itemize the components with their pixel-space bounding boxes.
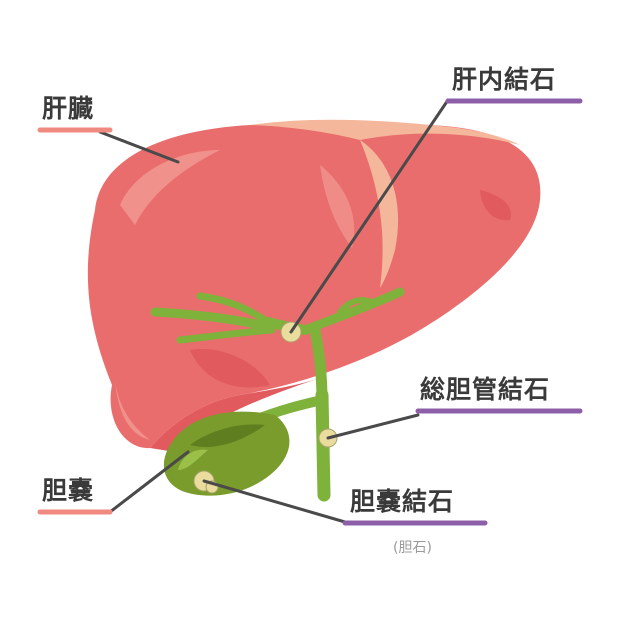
label-gallbladder: 胆嚢 — [42, 476, 95, 505]
label-liver: 肝臓 — [42, 94, 95, 123]
bile-ducts — [150, 287, 405, 502]
pointer-gallbladder-stone — [202, 479, 347, 524]
label-gallbladder-stone-note: (胆石) — [393, 540, 432, 556]
liver — [87, 119, 541, 452]
label-common-bile-duct-stone: 総胆管結石 — [420, 375, 551, 404]
label-intrahepatic-stone: 肝内結石 — [452, 65, 557, 94]
gallbladder — [163, 411, 290, 496]
pointer-common-bile-duct-stone — [326, 413, 420, 440]
pointer-liver — [98, 130, 180, 164]
label-gallbladder-stone: 胆嚢結石 — [350, 487, 455, 516]
underlines — [37, 98, 583, 526]
pointer-intrahepatic-stone — [289, 98, 450, 334]
pointer-gallbladder — [108, 450, 190, 514]
pointer-lines — [98, 98, 450, 524]
